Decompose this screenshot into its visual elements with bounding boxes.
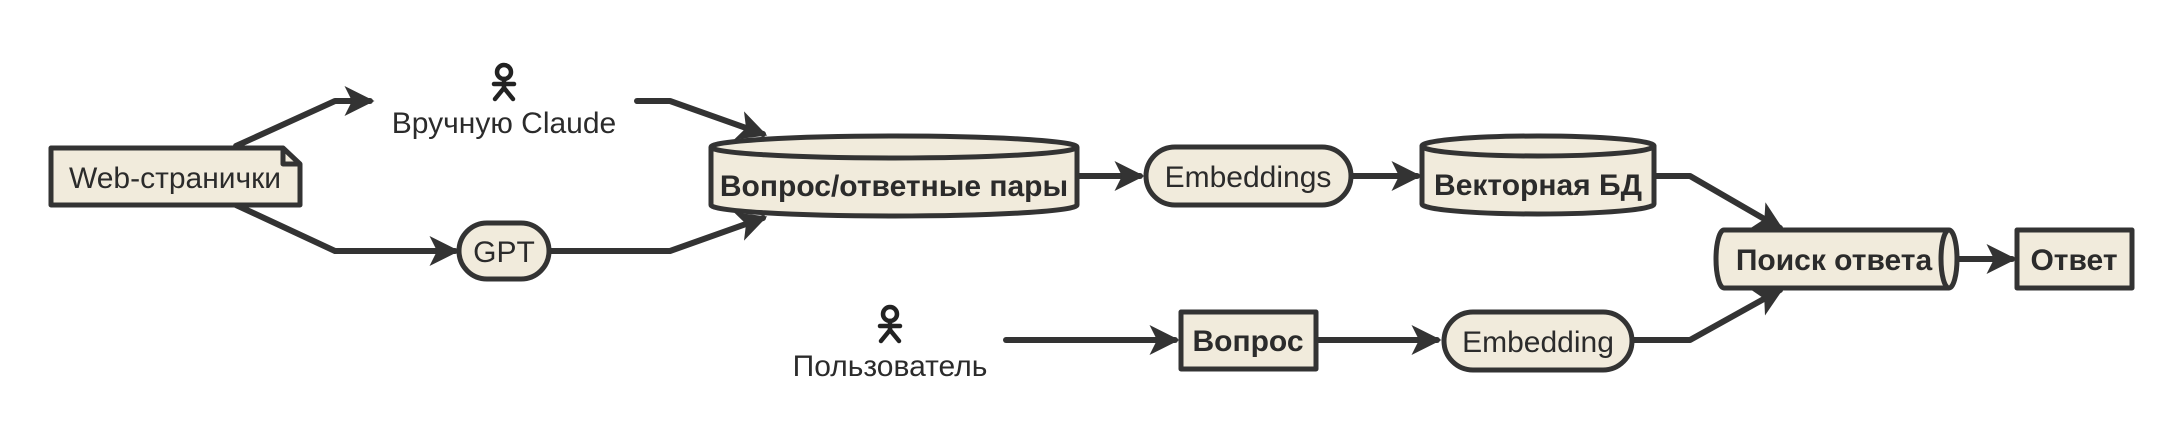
node-vector-db: Векторная БД <box>1419 133 1657 217</box>
node-embedding: Embedding <box>1441 309 1635 373</box>
actor-manual-claude: Вручную Claude <box>392 62 616 140</box>
node-answer-label: Ответ <box>2030 244 2117 277</box>
edges <box>233 86 2017 355</box>
node-answer-search-label: Поиск ответа <box>1736 244 1933 277</box>
edge-embedding-to-answer-search <box>1630 287 1784 343</box>
node-question-label: Вопрос <box>1192 325 1303 358</box>
actor-user: Пользователь <box>793 304 988 383</box>
node-vector-db-label: Векторная БД <box>1434 169 1642 202</box>
node-web-pages: Web-странички <box>48 145 303 208</box>
edge-gpt-to-qa-pairs <box>548 212 768 254</box>
node-answer-search: Поиск ответа <box>1713 227 1960 291</box>
edge-manual-claude-to-qa-pairs <box>634 98 768 140</box>
node-qa-pairs-label: Вопрос/ответные пары <box>720 170 1068 203</box>
edge-web-pages-to-gpt <box>233 202 460 266</box>
edge-vector-db-to-answer-search <box>1652 173 1784 231</box>
actor-manual-claude-label: Вручную Claude <box>392 107 616 140</box>
node-embedding-label: Embedding <box>1462 326 1614 359</box>
node-question: Вопрос <box>1178 309 1319 372</box>
node-qa-pairs: Вопрос/ответные пары <box>708 133 1080 219</box>
edge-web-pages-to-manual-claude <box>233 86 375 149</box>
node-embeddings-label: Embeddings <box>1165 161 1332 194</box>
actor-user-label: Пользователь <box>793 350 988 383</box>
person-icon <box>877 304 903 344</box>
node-web-pages-label: Web-странички <box>69 162 281 195</box>
node-embeddings: Embeddings <box>1143 144 1354 208</box>
person-icon <box>491 62 517 102</box>
node-gpt-label: GPT <box>473 236 535 269</box>
node-gpt: GPT <box>456 220 552 282</box>
node-answer: Ответ <box>2014 227 2135 291</box>
